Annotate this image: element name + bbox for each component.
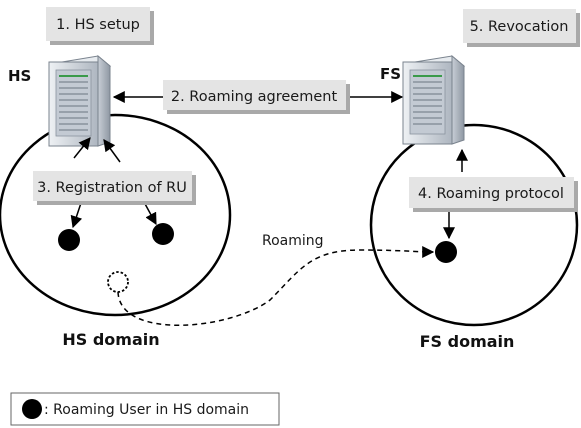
step-4-box (409, 177, 578, 212)
step-2-box (163, 80, 350, 114)
legend: : Roaming User in HS domain (10, 392, 280, 426)
hs-label: HS (8, 67, 31, 85)
legend-box (10, 392, 280, 426)
roaming-path-label: Roaming (262, 233, 324, 249)
roaming-user-icon (152, 223, 174, 245)
roaming-user-in-fs-icon (435, 241, 457, 263)
legend-user-icon (22, 399, 42, 419)
fs-domain-label: FS domain (420, 332, 515, 351)
roaming-user-icon (58, 229, 80, 251)
former-position-dotted-circle-icon (107, 271, 129, 293)
hs-server-icon (48, 54, 112, 147)
roaming-path (117, 245, 435, 326)
step-4-label: 4. Roaming protocol (418, 186, 564, 202)
fs-label: FS (380, 65, 401, 83)
registration-arrow-up-right (103, 139, 121, 163)
hs-domain-ellipse (0, 113, 232, 317)
fs-server-icon (402, 54, 466, 145)
step-1-label: 1. HS setup (56, 17, 140, 33)
registration-arrow-up-left (73, 137, 91, 159)
step-2-label: 2. Roaming agreement (171, 89, 338, 105)
step-1-box (46, 7, 154, 45)
step-5-label: 5. Revocation (470, 19, 569, 35)
step-5-box (463, 9, 580, 47)
legend-text: : Roaming User in HS domain (44, 402, 249, 418)
step-3-box (33, 171, 196, 205)
registration-arrow-to-user-right (143, 201, 157, 226)
fs-domain-ellipse (369, 123, 579, 327)
hs-domain-label: HS domain (62, 330, 159, 349)
step-3-label: 3. Registration of RU (37, 180, 187, 196)
